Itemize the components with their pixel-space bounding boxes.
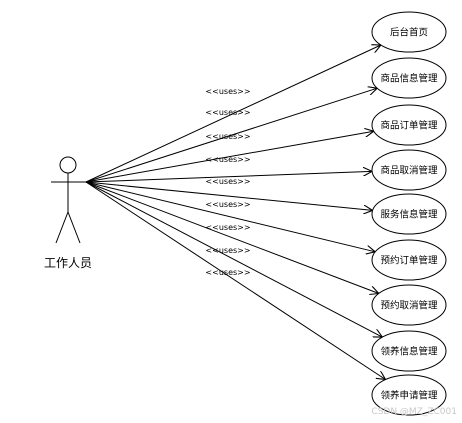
use-case-label: 预约订单管理 — [380, 255, 438, 267]
use-case-label: 预约取消管理 — [380, 300, 438, 312]
association-line — [85, 181, 382, 337]
association-line — [85, 88, 377, 183]
uses-label: <<uses>> — [205, 223, 250, 232]
use-case: 商品信息管理 — [371, 57, 447, 99]
use-case-label: 领养信息管理 — [380, 346, 438, 358]
actor-head — [59, 156, 77, 174]
use-case: 商品取消管理 — [371, 149, 447, 191]
uses-label: <<uses>> — [205, 177, 250, 186]
association-line — [85, 181, 379, 294]
uses-label: <<uses>> — [205, 200, 250, 209]
use-case: 领养信息管理 — [371, 330, 447, 372]
use-case-ellipse — [371, 149, 447, 191]
use-case-ellipse — [371, 11, 447, 53]
use-case: 预约取消管理 — [371, 284, 447, 326]
use-case-ellipse — [371, 193, 447, 235]
actor-figure — [51, 156, 86, 244]
uses-label: <<uses>> — [205, 155, 250, 164]
use-case-group: 后台首页商品信息管理商品订单管理商品取消管理服务信息管理预约订单管理预约取消管理… — [371, 11, 447, 416]
use-case-label: 商品信息管理 — [380, 73, 438, 85]
use-case-ellipse — [371, 239, 447, 281]
uses-label: <<uses>> — [205, 132, 250, 141]
association-line — [85, 181, 373, 210]
use-case-ellipse — [371, 57, 447, 99]
use-case-ellipse — [371, 374, 447, 416]
use-case-ellipse — [371, 104, 447, 146]
uses-label: <<uses>> — [205, 87, 250, 96]
association-group: <<uses>> <<uses>> <<uses>> <<uses>> <<uses>>… — [85, 45, 386, 380]
use-case-label: 后台首页 — [390, 27, 428, 39]
use-case: 商品订单管理 — [371, 104, 447, 146]
uses-label: <<uses>> — [205, 108, 250, 117]
use-case-label: 商品取消管理 — [380, 165, 438, 177]
use-case-label: 商品订单管理 — [380, 120, 438, 132]
use-case-ellipse — [371, 330, 447, 372]
use-case: 预约订单管理 — [371, 239, 447, 281]
association-line — [85, 171, 372, 183]
use-case: 后台首页 — [371, 11, 447, 53]
actor-right-leg — [67, 211, 81, 244]
association-line — [85, 45, 381, 183]
watermark-text: CSDN @MZ_ZC001 — [371, 407, 457, 417]
association-line — [85, 131, 374, 183]
use-case-label: 领养申请管理 — [380, 390, 438, 402]
actor-label: 工作人员 — [44, 256, 92, 270]
use-case-label: 服务信息管理 — [380, 209, 438, 221]
use-case-ellipse — [371, 284, 447, 326]
use-case: 领养申请管理 — [371, 374, 447, 416]
uses-label: <<uses>> — [205, 246, 250, 255]
association-line — [85, 181, 386, 380]
actor-left-leg — [55, 211, 69, 244]
uses-label: <<uses>> — [205, 268, 250, 277]
use-case: 服务信息管理 — [371, 193, 447, 235]
association-line — [85, 181, 375, 252]
